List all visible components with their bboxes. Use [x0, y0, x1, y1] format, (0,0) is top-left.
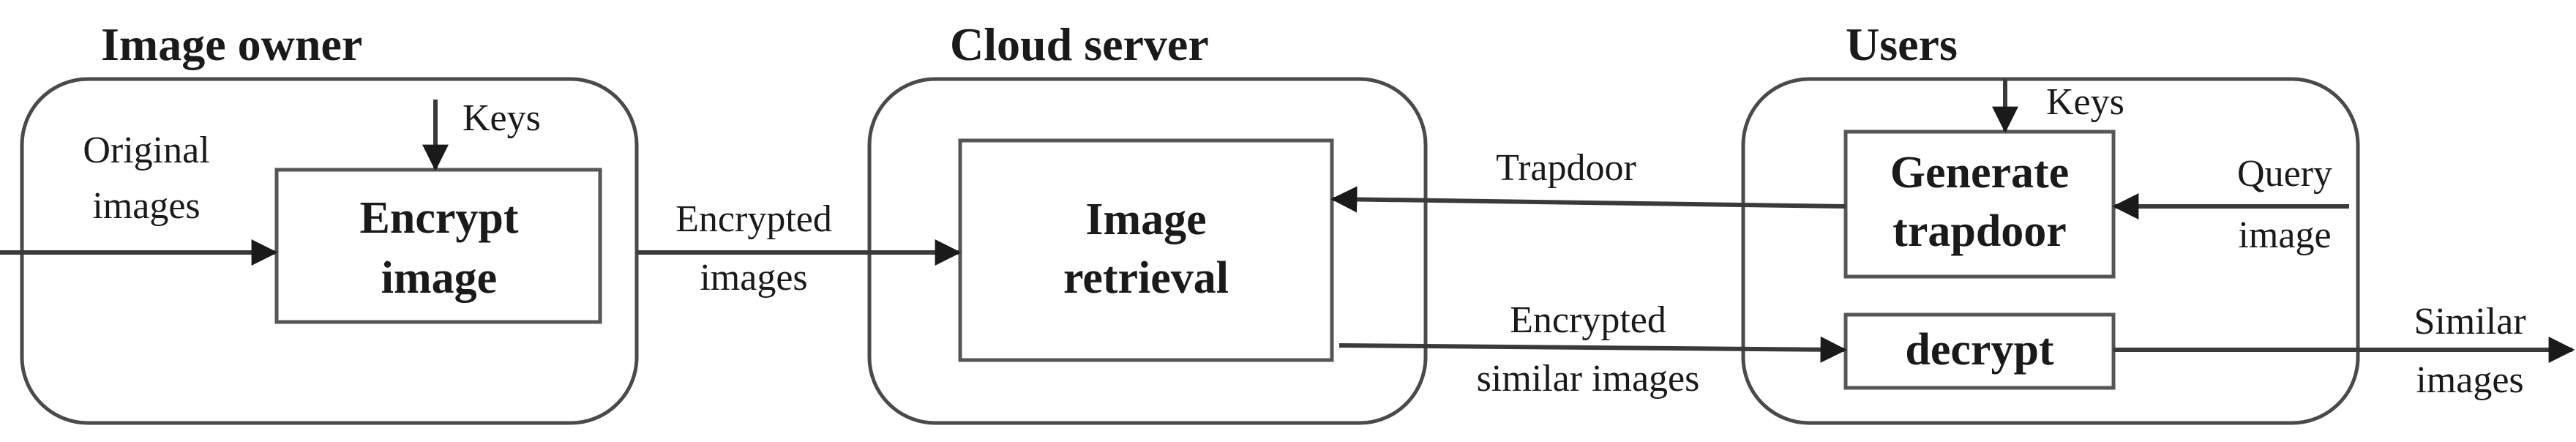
keys-users-label: Keys — [2046, 81, 2124, 123]
similar-images-label-line2: images — [2416, 359, 2523, 401]
trapdoor-label: Trapdoor — [1496, 147, 1636, 189]
section-title-cloud-server: Cloud server — [950, 18, 1209, 70]
keys-owner-label: Keys — [463, 97, 541, 139]
users-frame — [1741, 77, 2360, 425]
image-retrieval-box — [958, 138, 1334, 362]
image-retrieval-label-line1: Image — [1085, 195, 1206, 244]
generate-trapdoor-label-line2: trapdoor — [1892, 206, 2067, 256]
section-title-image-owner: Image owner — [101, 18, 362, 70]
generate-trapdoor-label-line1: Generate — [1890, 148, 2069, 198]
query-image-label-line1: Query — [2237, 153, 2332, 195]
decrypt-label: decrypt — [1905, 325, 2054, 375]
section-title-users: Users — [1846, 18, 1958, 70]
image-retrieval-label-line2: retrieval — [1063, 253, 1229, 303]
query-image-label-line2: image — [2238, 214, 2331, 256]
encrypt-image-label-line2: image — [381, 253, 497, 303]
trapdoor-arrow — [1330, 186, 1846, 213]
encrypted-images-label-line1: Encrypted — [675, 198, 832, 240]
encrypted-images-label-line2: images — [700, 257, 807, 299]
encrypted-similar-images-label-line2: similar images — [1477, 358, 1700, 400]
original-images-label-line1: Original — [83, 130, 209, 171]
similar-images-label-line1: Similar — [2414, 301, 2526, 342]
original-images-label-line2: images — [92, 185, 200, 227]
encrypted-similar-images-label-line1: Encrypted — [1510, 299, 1666, 341]
encrypt-image-label-line1: Encrypt — [360, 193, 519, 243]
encrypted-similar-images-arrow — [1338, 336, 1847, 363]
